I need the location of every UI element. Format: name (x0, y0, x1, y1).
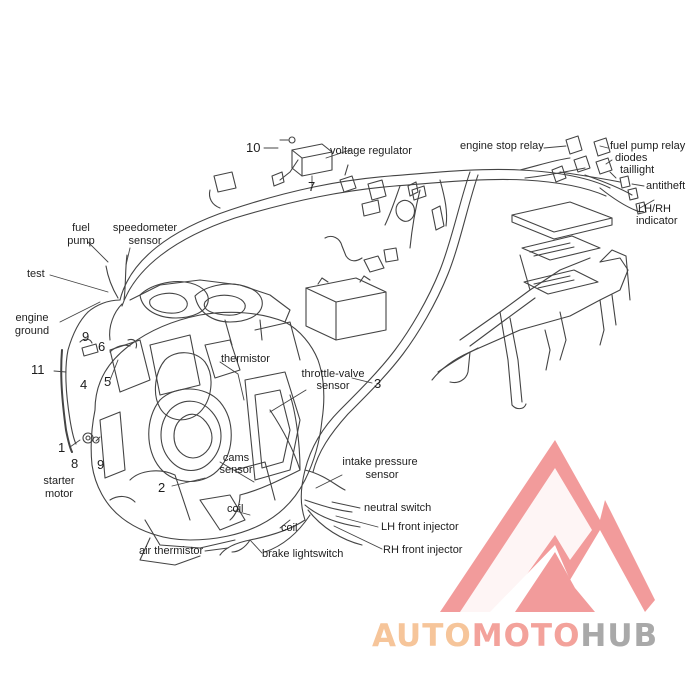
callout-10: 10 (246, 140, 261, 155)
watermark-text: AUTOMOTOHUB (372, 616, 658, 656)
ecu-plates (511, 201, 613, 295)
watermark-auto: AUTO (372, 618, 472, 654)
label-rh-front-injector: RH front injector (383, 544, 463, 556)
label-brake-lightswitch: brake lightswitch (262, 548, 344, 560)
label-diodes: diodes (615, 152, 648, 164)
label-antitheft: antitheft (646, 180, 686, 192)
label-cams-sensor: sensor (219, 464, 253, 476)
callout-5: 5 (104, 374, 112, 389)
callout-7: 7 (308, 179, 316, 194)
leader-lines (49, 145, 655, 554)
callout-11: 11 (31, 362, 45, 377)
callout-6: 6 (98, 339, 106, 354)
label-cams: cams (222, 452, 250, 464)
label-engine: engine (15, 312, 49, 324)
callout-9-lower: 9 (97, 457, 105, 472)
top-components (208, 143, 445, 273)
label-coil-front: coil (227, 503, 244, 515)
label-pump: pump (67, 235, 95, 247)
callout-4: 4 (80, 377, 88, 392)
label-voltage-regulator: voltage regulator (330, 145, 412, 157)
label-taillight: taillight (620, 164, 655, 176)
callout-1: 1 (58, 440, 66, 455)
rear-harness (384, 157, 641, 249)
label-ground: ground (14, 325, 50, 337)
label-air-thermistor: air thermistor (139, 545, 204, 557)
label-intake-pressure: intake pressure (342, 456, 418, 468)
label-lh-rh: LH/RH (638, 203, 672, 215)
label-engine-stop-relay: engine stop relay (460, 140, 544, 152)
main-harness (119, 168, 611, 556)
label-thermistor: thermistor (221, 353, 270, 365)
callout-8: 8 (71, 456, 79, 471)
watermark-logo (440, 440, 655, 612)
label-coil-rear: coil (281, 522, 298, 534)
watermark-hub: HUB (580, 618, 659, 654)
rear-subframe (431, 249, 631, 410)
label-intake-sensor: sensor (365, 469, 399, 481)
small-hardware (79, 136, 296, 444)
callout-2: 2 (158, 480, 166, 495)
label-test: test (27, 268, 45, 280)
label-starter: starter (43, 475, 75, 487)
label-speedometer: speedometer (112, 222, 178, 234)
label-starter-motor: motor (44, 488, 74, 500)
label-lh-front-injector: LH front injector (381, 521, 459, 533)
relay-components (551, 135, 647, 215)
engine-block (90, 279, 325, 566)
label-fuel: fuel (72, 222, 90, 234)
label-speedometer-sensor: sensor (128, 235, 162, 247)
watermark-moto: MOTO (471, 618, 581, 654)
label-throttle-valve: throttle-valve (301, 368, 365, 380)
callout-9-upper: 9 (82, 329, 90, 344)
label-throttle-sensor: sensor (316, 380, 350, 392)
callout-3: 3 (374, 376, 382, 391)
label-fuel-pump-relay: fuel pump relay (610, 140, 686, 152)
label-neutral-switch: neutral switch (364, 502, 432, 514)
label-indicator: indicator (636, 215, 678, 227)
battery-drawing (305, 275, 387, 341)
